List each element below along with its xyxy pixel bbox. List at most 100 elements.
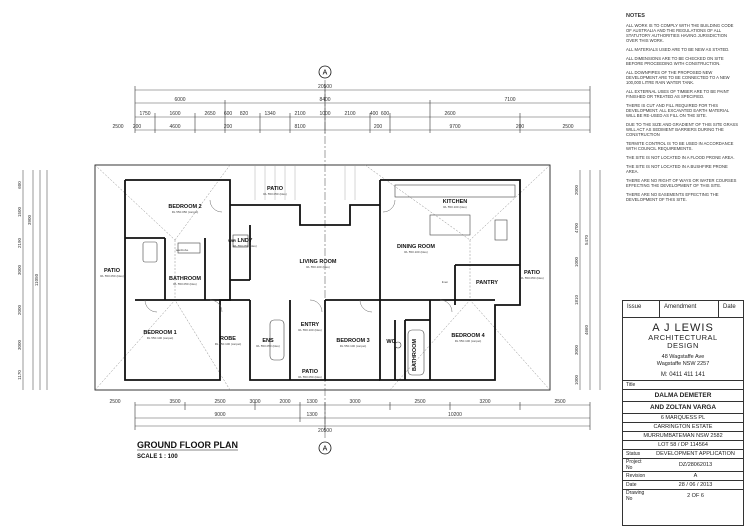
svg-text:RL 550.050 (tiles): RL 550.050 (tiles) — [173, 282, 197, 286]
firm-address-1: 48 Wagstaffe Ave — [661, 354, 705, 360]
svg-text:820: 820 — [240, 111, 249, 117]
room-label: PATIO — [267, 186, 284, 192]
svg-text:3000: 3000 — [17, 264, 22, 275]
top-dimensions: 20500 6000 8400 7100 1750 1600 2650 600 … — [112, 84, 573, 130]
room-label: WIR — [228, 238, 236, 243]
svg-text:9700: 9700 — [449, 124, 460, 130]
date-label: Date — [626, 482, 637, 488]
svg-text:RL 550.050 (tiles): RL 550.050 (tiles) — [233, 244, 257, 248]
room-label: LNDY — [238, 238, 253, 244]
general-notes: NOTES ALL WORK IS TO COMPLY WITH THE BUI… — [626, 13, 738, 206]
date-header: Date — [723, 304, 736, 310]
room-label: ENTRY — [301, 322, 320, 328]
note-item: DUE TO THE SIZE AND GRADIENT OF THIS SIT… — [626, 122, 738, 137]
svg-text:3000: 3000 — [249, 399, 260, 405]
title-block: Issue Amendment Date A J LEWIS ARCHITECT… — [622, 300, 744, 526]
svg-text:RL 550.100 (tiles): RL 550.100 (tiles) — [443, 205, 467, 209]
svg-text:1170: 1170 — [17, 370, 22, 380]
svg-text:7100: 7100 — [504, 97, 515, 103]
svg-text:2000: 2000 — [17, 304, 22, 315]
svg-text:3900: 3900 — [27, 214, 32, 225]
roof-outline — [94, 164, 551, 391]
svg-text:RL 550.100 (tiles): RL 550.100 (tiles) — [404, 250, 428, 254]
svg-text:400: 400 — [370, 111, 379, 117]
drawing-label: Drawing No — [626, 490, 645, 502]
svg-text:2500: 2500 — [562, 124, 573, 130]
svg-text:4660: 4660 — [584, 324, 589, 335]
room-level-labels: RL 550.050 (carpet) RL 550.050 (tiles) R… — [100, 192, 544, 379]
svg-text:1500: 1500 — [17, 206, 22, 217]
svg-text:2500: 2500 — [414, 399, 425, 405]
svg-text:8100: 8100 — [294, 124, 305, 130]
svg-text:RL 550.050 (tiles): RL 550.050 (tiles) — [256, 344, 280, 348]
site-line-4: LOT 58 / DP 114564 — [658, 442, 708, 448]
svg-text:RL 550.050 (tiles): RL 550.050 (tiles) — [100, 274, 124, 278]
svg-text:A: A — [323, 70, 328, 77]
issue-header: Issue — [623, 301, 660, 317]
svg-text:1810: 1810 — [574, 294, 579, 305]
svg-text:2100: 2100 — [344, 111, 355, 117]
room-label: PANTRY — [476, 280, 498, 286]
left-dimensions: 600 1500 3900 2190 3000 2000 3000 1170 1… — [17, 181, 39, 380]
room-label: BEDROOM 4 — [451, 333, 485, 339]
section-marker-bottom: A — [318, 441, 332, 455]
svg-text:8400: 8400 — [319, 97, 330, 103]
svg-text:3000: 3000 — [349, 399, 360, 405]
svg-text:RL 550.050 (tiles): RL 550.050 (tiles) — [263, 192, 287, 196]
note-item: TERMITE CONTROL IS TO BE USED IN ACCORDA… — [626, 141, 734, 151]
svg-text:3000: 3000 — [17, 339, 22, 350]
svg-text:20500: 20500 — [318, 428, 332, 434]
room-label: WC — [386, 339, 395, 345]
svg-text:5470: 5470 — [584, 234, 589, 245]
note-item: THERE ARE NO EASEMENTS EFFECTING THE DEV… — [626, 192, 719, 202]
note-item: THERE ARE NO RIGHT OF WAYS OR WATER COUR… — [626, 178, 737, 188]
title-label: Title — [626, 382, 636, 388]
amendment-header: Amendment — [660, 301, 719, 317]
svg-text:wardrobe: wardrobe — [176, 248, 189, 252]
site-line-1: 6 MARQUESS PL — [623, 414, 743, 423]
firm-subtitle-2: DESIGN — [667, 341, 699, 350]
svg-text:2000: 2000 — [574, 184, 579, 195]
room-label: BEDROOM 1 — [143, 330, 176, 336]
bottom-dimensions: 2500 3500 2500 3000 2000 1300 3000 2500 … — [109, 399, 565, 434]
room-label: PATIO — [302, 369, 319, 375]
svg-text:RL 550.050 (tiles): RL 550.050 (tiles) — [298, 375, 322, 379]
room-label: PATIO — [104, 268, 121, 274]
svg-text:1000: 1000 — [574, 374, 579, 385]
svg-text:2190: 2190 — [17, 237, 22, 248]
svg-text:20500: 20500 — [318, 84, 332, 90]
svg-text:4600: 4600 — [169, 124, 180, 130]
room-label: BEDROOM 3 — [336, 338, 369, 344]
svg-text:10200: 10200 — [448, 412, 462, 418]
note-item: THERE IS CUT AND FILL REQUIRED FOR THIS … — [626, 103, 730, 118]
room-label: ROBE — [220, 336, 236, 342]
svg-text:1340: 1340 — [264, 111, 275, 117]
svg-text:200: 200 — [516, 124, 525, 130]
note-item: ALL WORK IS TO COMPLY WITH THE BUILDING … — [626, 23, 734, 43]
svg-text:1600: 1600 — [169, 111, 180, 117]
room-label: DINING ROOM — [397, 244, 435, 250]
svg-text:RL 550.050 (tiles): RL 550.050 (tiles) — [520, 276, 544, 280]
note-item: THE SITE IS NOT LOCATED IN A FLOOD PRONE… — [626, 155, 735, 160]
room-label: KITCHEN — [443, 199, 467, 205]
firm-block: A J LEWIS ARCHITECTURAL DESIGN 48 Wagsta… — [623, 322, 743, 381]
svg-text:2500: 2500 — [554, 399, 565, 405]
room-label: BATHROOM — [169, 276, 201, 282]
svg-text:3000: 3000 — [574, 344, 579, 355]
project-details: DALMA DEMETER AND ZOLTAN VARGA 6 MARQUES… — [623, 390, 743, 450]
plan-title: GROUND FLOOR PLAN — [137, 440, 238, 450]
svg-text:1000: 1000 — [319, 111, 330, 117]
firm-name: A J LEWIS — [652, 322, 714, 334]
svg-text:2600: 2600 — [444, 111, 455, 117]
svg-text:1300: 1300 — [306, 399, 317, 405]
svg-text:2500: 2500 — [109, 399, 120, 405]
svg-text:6000: 6000 — [174, 97, 185, 103]
note-item: ALL MATERIALS USED ARE TO BE NEW AS STAT… — [626, 47, 730, 52]
svg-text:1000: 1000 — [574, 256, 579, 267]
svg-text:2100: 2100 — [294, 111, 305, 117]
svg-text:A: A — [323, 446, 328, 453]
client-line-1: DALMA DEMETER — [623, 390, 743, 402]
plan-scale: SCALE 1 : 100 — [137, 454, 178, 460]
room-labels: BEDROOM 2 PATIO KITCHEN LNDY LIVING ROOM… — [104, 186, 541, 375]
